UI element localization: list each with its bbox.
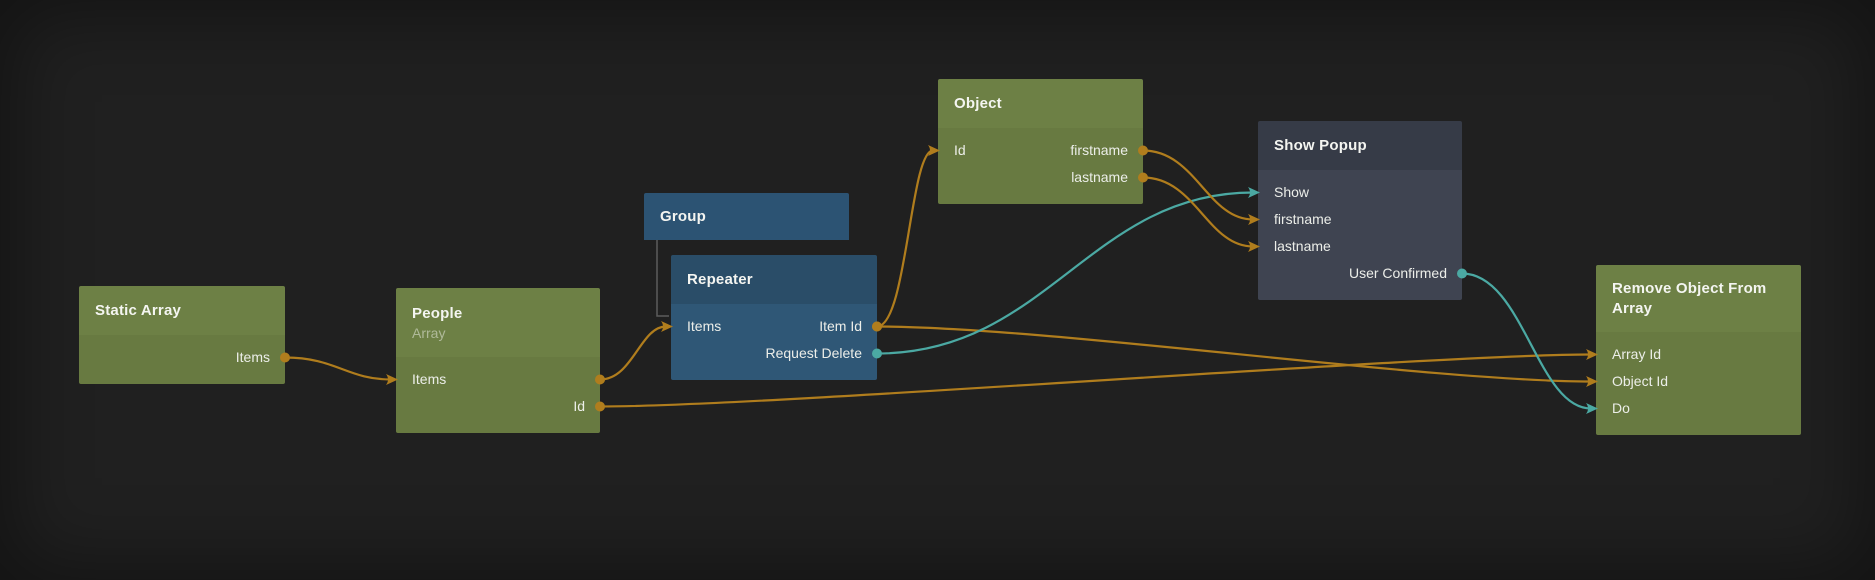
port-row: Id firstname xyxy=(938,137,1143,164)
connection-show-popup-user-confirmed--remove-object-from-array-do[interactable] xyxy=(1461,272,1592,410)
output-port-object-lastname[interactable] xyxy=(1138,172,1148,183)
input-port-arrow-show-popup-firstname[interactable] xyxy=(1248,214,1260,225)
node-title: Static Array xyxy=(95,301,182,319)
node-title: Repeater xyxy=(687,270,753,288)
port-label-item-id[interactable]: Item Id xyxy=(819,318,862,334)
port-row: Items xyxy=(396,366,600,393)
node-header[interactable]: Remove Object From Array xyxy=(1596,265,1801,332)
port-label-items[interactable]: Items xyxy=(412,371,447,387)
port-label-lastname[interactable]: lastname xyxy=(1274,238,1331,254)
port-label-id[interactable]: Id xyxy=(954,142,966,158)
node-subtitle: Array xyxy=(412,324,446,341)
connection-people-items-out--repeater-items[interactable] xyxy=(599,325,667,381)
output-port-object-firstname[interactable] xyxy=(1138,145,1148,156)
port-row: Do xyxy=(1596,395,1801,422)
node-header[interactable]: Repeater xyxy=(671,255,877,304)
port-row: Request Delete xyxy=(671,340,877,367)
node-header[interactable]: Static Array xyxy=(79,286,285,335)
port-label-firstname[interactable]: firstname xyxy=(1274,211,1332,227)
node-title: People xyxy=(412,304,463,322)
node-header[interactable]: Group xyxy=(644,193,849,240)
input-port-arrow-object-id[interactable] xyxy=(928,145,940,156)
port-row: Items Item Id xyxy=(671,313,877,340)
port-label-id[interactable]: Id xyxy=(573,398,585,414)
connection-repeater-request-delete--show-popup-show[interactable] xyxy=(876,191,1254,355)
connection-repeater-item-id--object-id[interactable] xyxy=(876,149,934,328)
connection-object-firstname--show-popup-firstname[interactable] xyxy=(1142,149,1254,221)
input-port-arrow-show-popup-show[interactable] xyxy=(1248,187,1260,198)
port-label-lastname[interactable]: lastname xyxy=(1071,169,1128,185)
port-row: lastname xyxy=(1258,233,1462,260)
node-title: Object xyxy=(954,94,1002,112)
output-port-repeater-request-delete[interactable] xyxy=(872,348,882,359)
node-group[interactable]: Group xyxy=(644,193,849,240)
input-port-arrow-remove-object-from-array-array-id[interactable] xyxy=(1586,349,1598,360)
input-port-arrow-people-items[interactable] xyxy=(386,374,398,385)
group-child-link xyxy=(656,240,669,317)
port-row: lastname xyxy=(938,164,1143,191)
node-title: Group xyxy=(660,207,706,225)
port-label-firstname[interactable]: firstname xyxy=(1070,142,1128,158)
input-port-arrow-remove-object-from-array-do[interactable] xyxy=(1586,403,1598,414)
node-title: Remove Object From Array xyxy=(1612,279,1767,317)
port-row: Id xyxy=(396,393,600,420)
port-label-user-confirmed[interactable]: User Confirmed xyxy=(1348,265,1447,281)
port-label-items[interactable]: Items xyxy=(687,318,722,334)
connection-people-id--remove-object-from-array-array-id[interactable] xyxy=(599,353,1592,408)
port-row: Object Id xyxy=(1596,368,1801,395)
port-row: Array Id xyxy=(1596,341,1801,368)
output-port-repeater-item-id[interactable] xyxy=(872,321,882,332)
input-port-arrow-show-popup-lastname[interactable] xyxy=(1248,241,1260,252)
node-body: Items Item Id Request Delete xyxy=(671,304,877,380)
input-port-arrow-repeater-items[interactable] xyxy=(661,321,673,332)
connection-object-lastname--show-popup-lastname[interactable] xyxy=(1142,176,1254,248)
output-port-people-id[interactable] xyxy=(595,401,605,412)
node-title: Show Popup xyxy=(1274,136,1367,154)
node-header[interactable]: Show Popup xyxy=(1258,121,1462,170)
port-row: User Confirmed xyxy=(1258,260,1462,287)
port-row: Items xyxy=(79,344,285,371)
node-body: Array Id Object Id Do xyxy=(1596,332,1801,435)
port-row: firstname xyxy=(1258,206,1462,233)
port-label-object-id[interactable]: Object Id xyxy=(1612,373,1669,389)
output-port-static-array-items[interactable] xyxy=(280,352,290,363)
input-port-arrow-remove-object-from-array-object-id[interactable] xyxy=(1586,376,1598,387)
connection-repeater-item-id--remove-object-from-array-object-id[interactable] xyxy=(876,325,1592,383)
port-label-do[interactable]: Do xyxy=(1612,400,1630,416)
node-header[interactable]: Object xyxy=(938,79,1143,128)
output-port-show-popup-user-confirmed[interactable] xyxy=(1457,268,1467,279)
node-body: Items xyxy=(79,335,285,384)
connection-static-array-items--people-items[interactable] xyxy=(284,356,392,381)
port-label-items[interactable]: Items xyxy=(235,349,270,365)
node-body: Id firstname lastname xyxy=(938,128,1143,204)
output-port-people-items-out[interactable] xyxy=(595,374,605,385)
port-label-request-delete[interactable]: Request Delete xyxy=(765,345,862,361)
port-label-show[interactable]: Show xyxy=(1274,184,1310,200)
port-label-array-id[interactable]: Array Id xyxy=(1612,346,1662,362)
port-row: Show xyxy=(1258,179,1462,206)
